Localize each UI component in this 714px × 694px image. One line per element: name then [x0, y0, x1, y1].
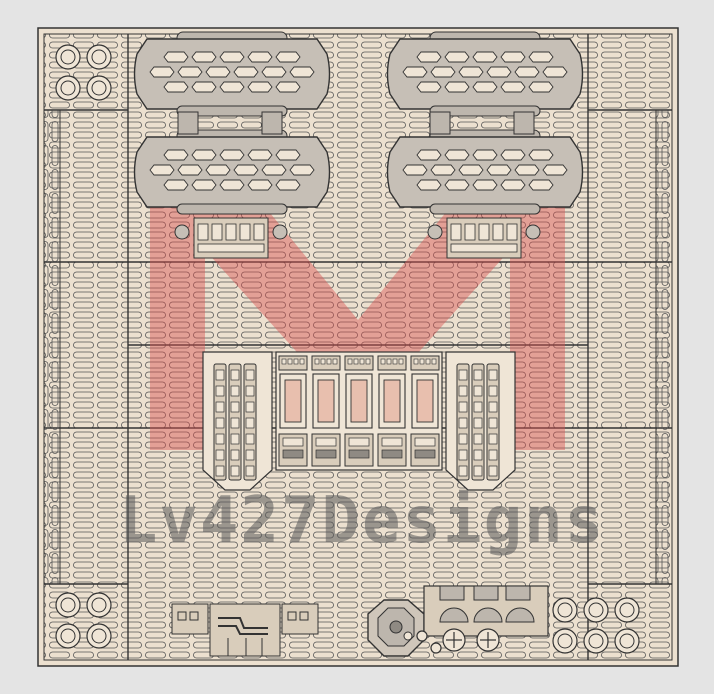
corner-circle: [86, 44, 112, 70]
tank-base-panel: [174, 217, 288, 259]
corner-circle: [55, 75, 81, 101]
corner-circle: [583, 597, 609, 623]
corner-circle: [86, 623, 112, 649]
cell-unit: [311, 355, 341, 467]
cell-unit: [377, 355, 407, 467]
right-rail: [655, 109, 673, 585]
corner-circle: [55, 44, 81, 70]
rack-left: [213, 363, 257, 481]
bottom-left-console: [171, 603, 319, 657]
tank-top-left: [133, 31, 331, 117]
corner-circle: [614, 628, 640, 654]
rack-right: [456, 363, 500, 481]
cell-unit: [344, 355, 374, 467]
corner-circles-top-left: [55, 44, 112, 101]
side-racks: [213, 363, 500, 481]
corner-circles-bottom-right: [552, 597, 640, 654]
corner-circle: [86, 75, 112, 101]
corner-circle: [55, 623, 81, 649]
tank-bottom-right: [386, 129, 584, 215]
corner-circle: [552, 628, 578, 654]
tank-base-panel: [427, 217, 541, 259]
hatch-octagon: [367, 599, 425, 657]
corner-circle: [55, 592, 81, 618]
corner-circle: [583, 628, 609, 654]
corner-circle: [614, 597, 640, 623]
corner-circle: [86, 592, 112, 618]
tank-bottom-left: [133, 129, 331, 215]
left-rail: [43, 109, 61, 585]
tank-group: [133, 31, 584, 259]
cell-row: [278, 355, 440, 467]
corner-circle: [552, 597, 578, 623]
cell-unit: [278, 355, 308, 467]
bottom-right-machine: [416, 585, 549, 654]
tank-top-right: [386, 31, 584, 117]
cell-unit: [410, 355, 440, 467]
watermark-text: Lv427Designs: [119, 484, 605, 558]
corner-circles-bottom-left: [55, 592, 112, 649]
